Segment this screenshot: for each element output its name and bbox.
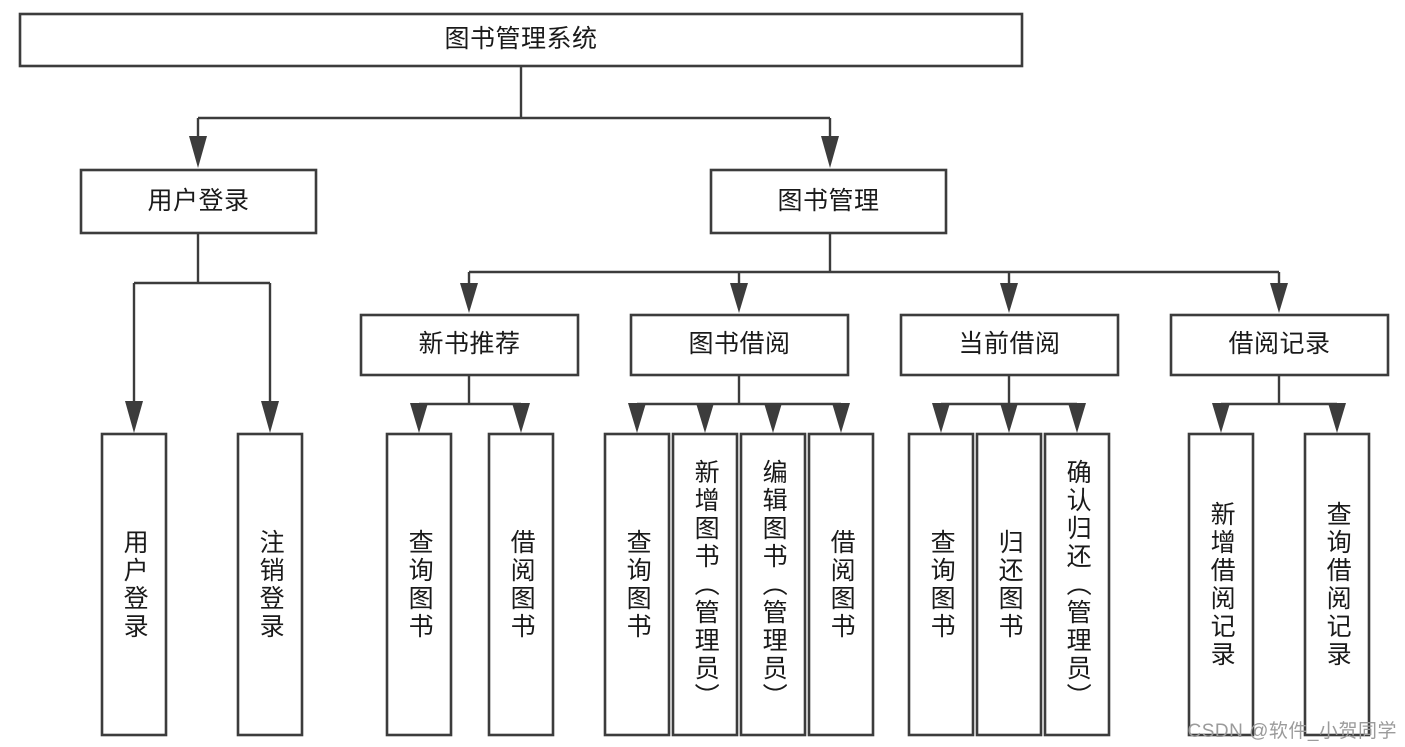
node-box-leaf-query-record[interactable] — [1303, 432, 1371, 737]
arrow-head-user-login — [189, 136, 207, 168]
arrow-head-leaf-query-book-1 — [410, 403, 428, 433]
arrow-head-new-book-recommend — [460, 283, 478, 313]
connector-group-user-login — [125, 233, 279, 433]
node-box-leaf-query-book-3[interactable] — [907, 432, 975, 737]
connector-group-root — [189, 66, 839, 168]
node-box-leaf-add-book[interactable] — [671, 432, 739, 737]
node-box-leaf-query-book-2[interactable] — [603, 432, 671, 737]
connector-group-new-book-recommend — [410, 375, 530, 433]
arrow-head-leaf-add-book — [696, 403, 714, 433]
node-box-leaf-user-logout[interactable] — [236, 432, 304, 737]
connector-group-borrow-record — [1212, 375, 1346, 433]
node-box-book-manage[interactable] — [709, 168, 948, 235]
node-box-leaf-edit-book[interactable] — [739, 432, 807, 737]
arrow-head-leaf-user-logout — [261, 401, 279, 433]
arrow-head-leaf-borrow-book-2 — [832, 403, 850, 433]
node-box-leaf-query-book-1[interactable] — [385, 432, 453, 737]
node-box-leaf-add-record[interactable] — [1187, 432, 1255, 737]
node-box-leaf-borrow-book-1[interactable] — [487, 432, 555, 737]
arrow-head-leaf-query-book-3 — [932, 403, 950, 433]
arrow-head-leaf-user-login — [125, 401, 143, 433]
connector-group-book-manage — [460, 233, 1288, 313]
arrow-head-leaf-query-book-2 — [628, 403, 646, 433]
watermark-text: CSDN @软件_小贺同学 — [1187, 721, 1397, 742]
node-box-user-login[interactable] — [79, 168, 318, 235]
node-box-book-borrow[interactable] — [629, 313, 850, 377]
connector-group-current-borrow — [932, 375, 1086, 433]
arrow-head-book-borrow — [730, 283, 748, 313]
node-box-new-book-recommend[interactable] — [359, 313, 580, 377]
arrow-head-leaf-return-book — [1000, 403, 1018, 433]
arrow-head-leaf-confirm-return — [1068, 403, 1086, 433]
arrow-head-leaf-borrow-book-1 — [512, 403, 530, 433]
node-box-leaf-borrow-book-2[interactable] — [807, 432, 875, 737]
node-box-borrow-record[interactable] — [1169, 313, 1390, 377]
arrow-head-leaf-add-record — [1212, 403, 1230, 433]
connector-group-book-borrow — [628, 375, 850, 433]
arrow-head-current-borrow — [1000, 283, 1018, 313]
arrow-head-leaf-query-record — [1328, 403, 1346, 433]
arrow-head-borrow-record — [1270, 283, 1288, 313]
node-box-leaf-user-login[interactable] — [100, 432, 168, 737]
node-box-leaf-confirm-return[interactable] — [1043, 432, 1111, 737]
arrow-head-book-manage — [821, 136, 839, 168]
node-box-leaf-return-book[interactable] — [975, 432, 1043, 737]
node-box-current-borrow[interactable] — [899, 313, 1120, 377]
arrow-head-leaf-edit-book — [764, 403, 782, 433]
node-box-root[interactable] — [18, 12, 1024, 68]
